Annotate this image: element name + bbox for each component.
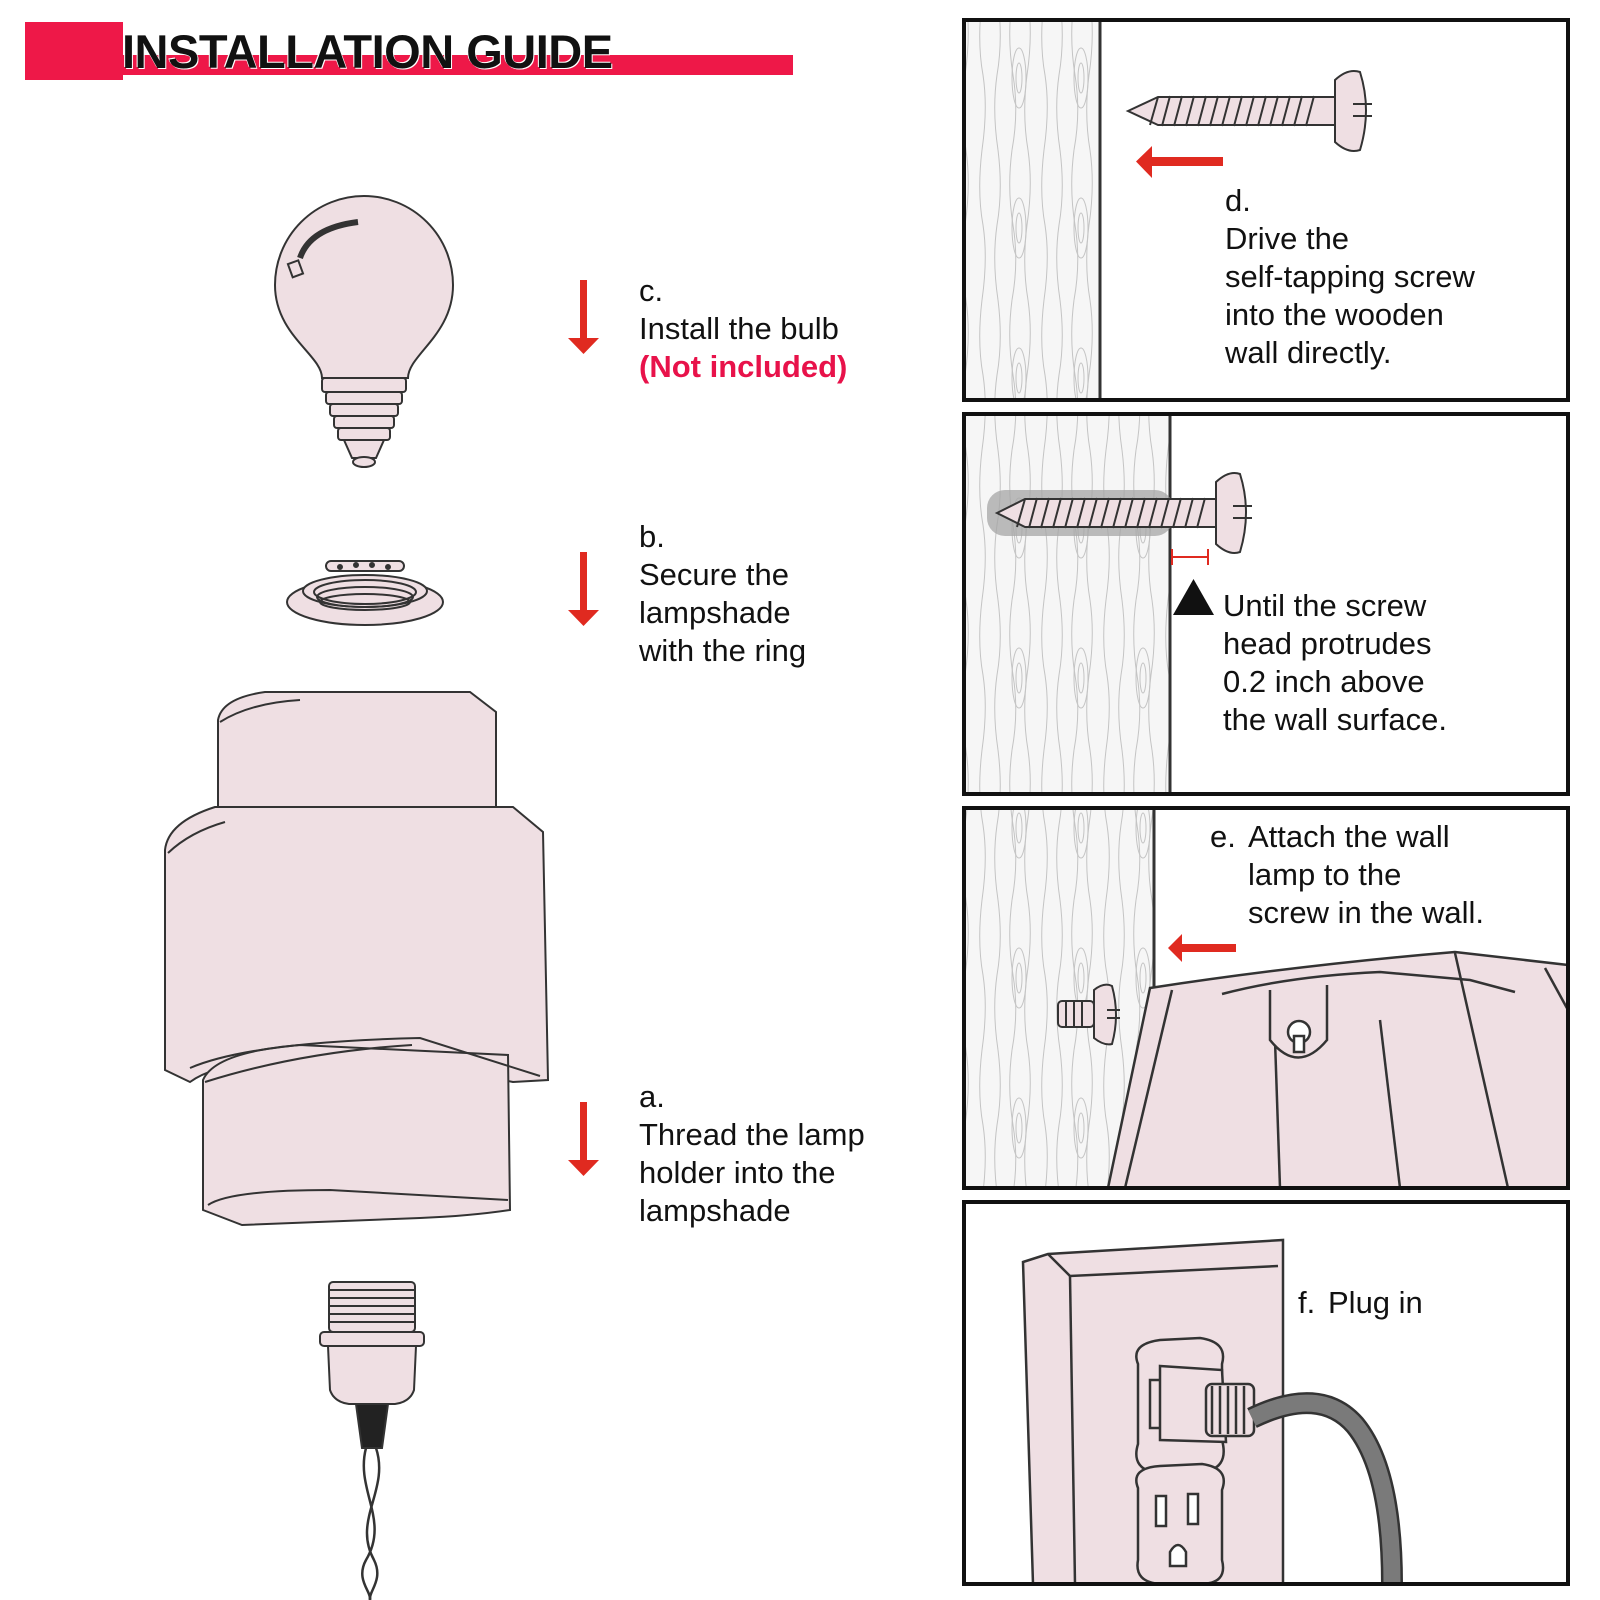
wall-lamp-base-illustration: [1108, 952, 1568, 1188]
arrow-down-icon: [568, 552, 599, 626]
ring-illustration: [287, 561, 443, 625]
step-c-text: Install the bulb: [639, 310, 839, 348]
step-b-letter: b.: [639, 518, 665, 556]
step-c-note: (Not included): [639, 348, 847, 386]
step-d-letter: d.: [1225, 182, 1251, 220]
step-e-text: Attach the wall lamp to the screw in the…: [1248, 818, 1484, 932]
step-d-text: Drive the self-tapping screw into the wo…: [1225, 220, 1475, 372]
panel-f: [964, 1202, 1568, 1584]
step-f-letter: f.: [1298, 1284, 1315, 1322]
step-b-text: Secure the lampshade with the ring: [639, 556, 806, 670]
lampshade-illustration: [165, 692, 548, 1225]
step-a-letter: a.: [639, 1078, 665, 1116]
step-depth-text: Until the screw head protrudes 0.2 inch …: [1223, 587, 1447, 739]
step-a-text: Thread the lamp holder into the lampshad…: [639, 1116, 865, 1230]
arrow-down-icon: [568, 1102, 599, 1176]
page-title: INSTALLATION GUIDE: [122, 24, 613, 79]
arrow-down-icon: [568, 280, 599, 354]
step-e-letter: e.: [1210, 818, 1236, 856]
step-f-text: Plug in: [1328, 1284, 1423, 1322]
title-bar: INSTALLATION GUIDE: [25, 22, 793, 80]
bulb-illustration: [275, 196, 453, 467]
step-c-letter: c.: [639, 272, 663, 310]
lamp-holder-illustration: [320, 1282, 424, 1600]
